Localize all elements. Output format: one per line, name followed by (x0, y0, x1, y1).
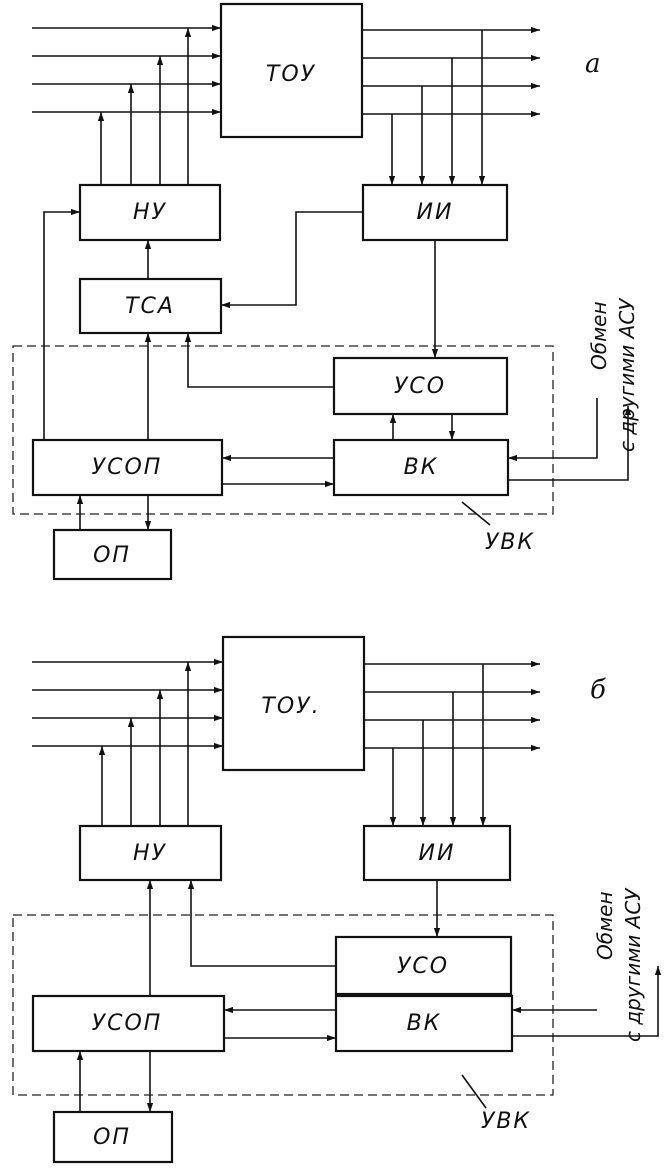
panel-a-nu-block: НУ (78, 183, 222, 242)
panel-b-letter: б (590, 675, 606, 705)
panel-a-usop-label: УСОП (92, 455, 163, 480)
panel-a-letter: a (585, 49, 601, 79)
panel-a-tou-label: ТОУ (266, 62, 316, 87)
panel-b-exchange-out (512, 966, 662, 1037)
panel-b-usop-block: УСОП (31, 994, 226, 1053)
panel-b-vk-label: ВК (407, 1011, 442, 1036)
panel-b-exchange-line-1: Обмен (593, 891, 617, 960)
panel-b-op-label: ОП (93, 1125, 131, 1150)
panel-a-exchange-out (508, 406, 632, 481)
panel-b-vk-block: ВК (334, 994, 514, 1053)
panel-b-usop-label: УСОП (92, 1011, 163, 1036)
panel-b-uso-to-nu (187, 880, 336, 967)
panel-a-uvk-leader (461, 501, 491, 526)
panel-a-uvk-boundary (12, 345, 554, 515)
panel-a-uso-label: УСО (394, 374, 446, 399)
panel-a-ii-label: ИИ (417, 200, 454, 225)
panel-a-uvk-label: УВК (485, 530, 535, 555)
panel-b-nu-block: НУ (78, 824, 223, 882)
panel-a-exchange-in (508, 398, 598, 462)
panel-a-vk-label: ВК (404, 455, 439, 480)
panel-a-uso-block: УСО (332, 356, 509, 416)
panel-a-exchange-line-1: Обмен (587, 301, 611, 370)
panel-b-uso-label: УСО (397, 954, 449, 979)
panel-a-op-block: ОП (52, 528, 173, 581)
panel-a-ii-to-tsa (221, 211, 363, 309)
panel-b-tou-label: ТОУ. (261, 694, 320, 719)
panel-a-usop-to-nu (43, 208, 80, 441)
panel-b: б (12, 635, 662, 1164)
panel-b-exchange-caption: Обмен с другими АСУ (593, 887, 645, 1042)
panel-b-exchange-line-2: с другими АСУ (621, 887, 645, 1042)
panel-a-usop-block: УСОП (31, 438, 224, 497)
panel-a-uso-to-tsa (184, 333, 334, 388)
panel-b-uvk-boundary (12, 914, 554, 1096)
panel-a-op-label: ОП (93, 543, 131, 568)
panel-a-tsa-block: ТСА (78, 277, 223, 335)
panel-a-vk-block: ВК (332, 438, 510, 497)
panel-a: a (12, 2, 639, 581)
panel-a-tsa-label: ТСА (125, 294, 175, 319)
panel-b-op-block: ОП (52, 1110, 174, 1164)
panel-b-tou-block: ТОУ. (221, 635, 366, 772)
panel-a-nu-label: НУ (133, 200, 167, 225)
panel-b-ii-block: ИИ (362, 824, 512, 882)
panel-b-ii-label: ИИ (419, 841, 456, 866)
panel-a-ii-block: ИИ (361, 183, 509, 242)
panel-a-exchange-caption: Обмен с другими АСУ (587, 297, 639, 452)
panel-b-uvk-leader (461, 1074, 487, 1109)
panel-a-tou-block: ТОУ (219, 2, 364, 139)
panel-b-uso-block: УСО (334, 935, 513, 996)
panel-b-nu-label: НУ (133, 841, 167, 866)
panel-a-exchange-line-2: с другими АСУ (615, 297, 639, 452)
panel-b-uvk-label: УВК (481, 1109, 531, 1134)
